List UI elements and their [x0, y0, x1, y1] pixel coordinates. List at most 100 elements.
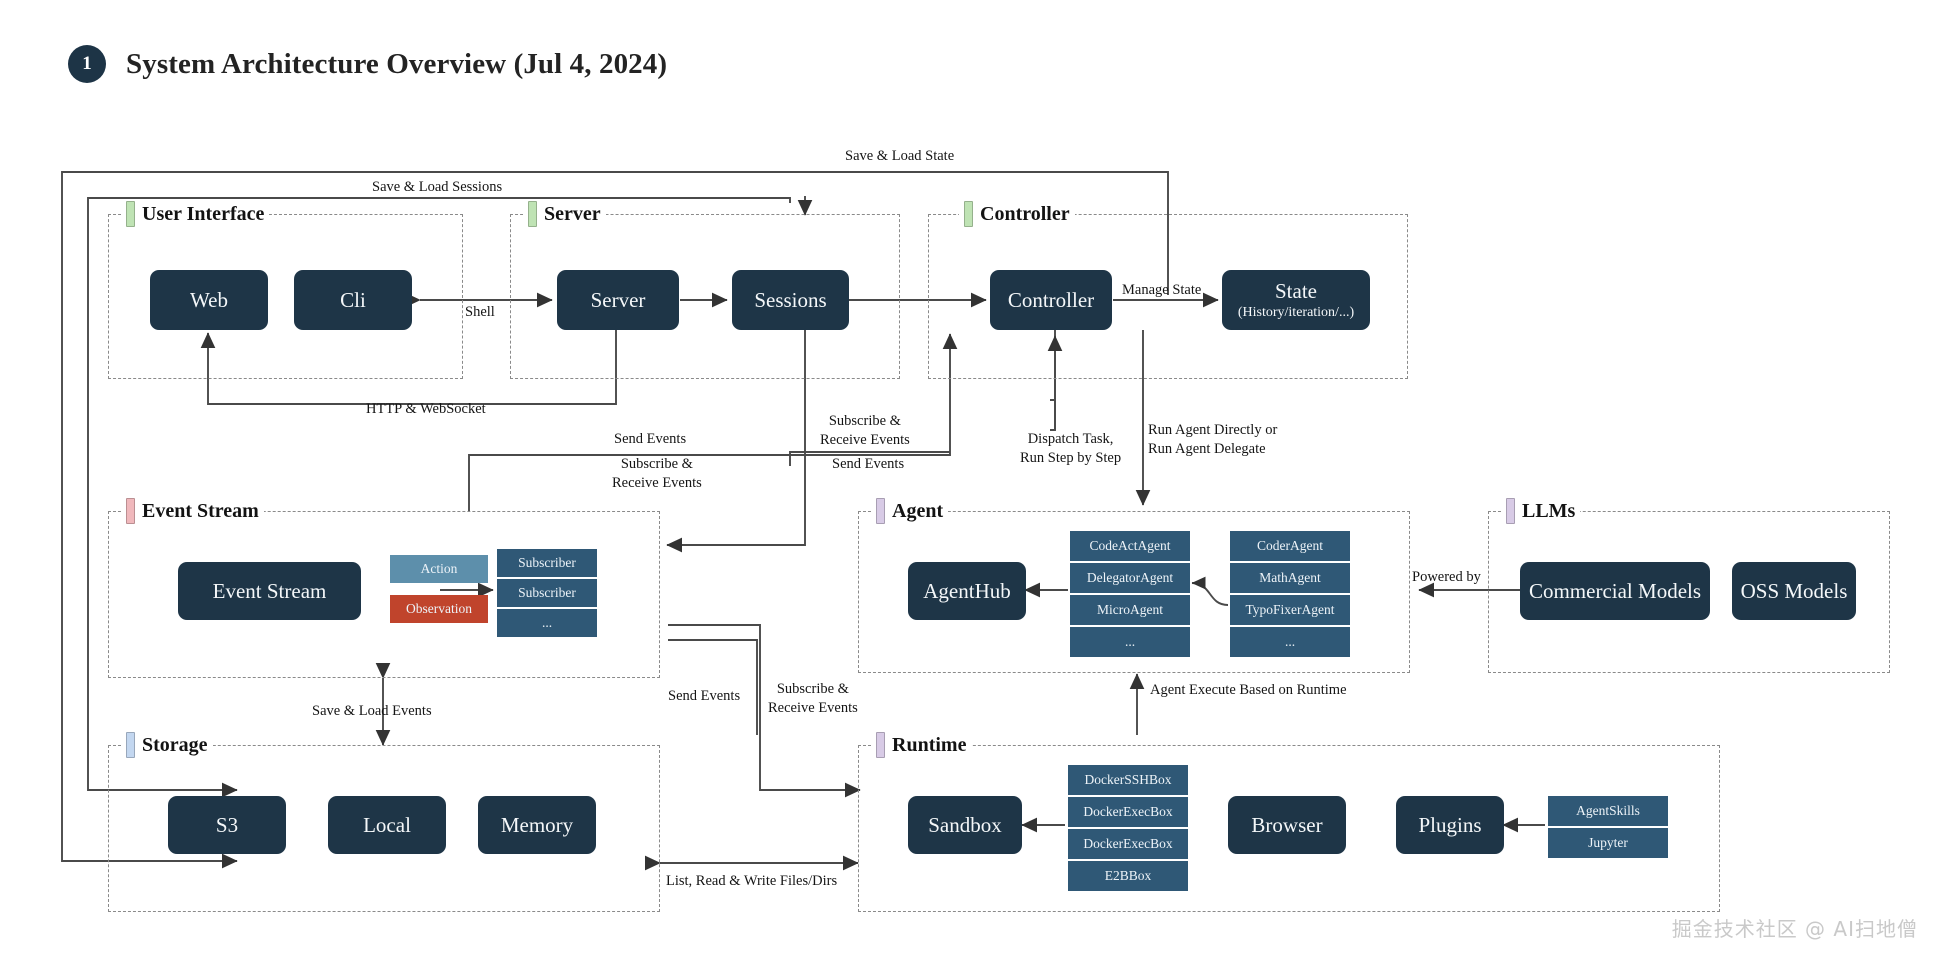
- group-controller: Controller: [928, 201, 1408, 379]
- edge-label-manage-state: Manage State: [1122, 282, 1202, 298]
- tile-agent[interactable]: ...: [1070, 627, 1190, 657]
- tile-sandbox[interactable]: DockerExecBox: [1068, 797, 1188, 827]
- node-local[interactable]: Local: [328, 796, 446, 854]
- node-label: Event Stream: [212, 578, 327, 603]
- node-agent-hub[interactable]: AgentHub: [908, 562, 1026, 620]
- edge-label-subscribe-receive-mid: Subscribe & Receive Events: [820, 412, 910, 449]
- node-state[interactable]: State (History/iteration/...): [1222, 270, 1370, 330]
- group-server: Server: [510, 201, 900, 379]
- tile-plugin[interactable]: Jupyter: [1548, 828, 1668, 858]
- edge-label-subscribe-receive-left: Subscribe & Receive Events: [612, 455, 702, 492]
- tile-subscriber[interactable]: Subscriber: [497, 549, 597, 577]
- edge-label-send-events-left: Send Events: [614, 431, 687, 447]
- node-label: State: [1275, 278, 1317, 303]
- page-title: System Architecture Overview (Jul 4, 202…: [126, 47, 668, 80]
- node-label: AgentHub: [923, 578, 1011, 603]
- edge-label-agent-execute: Agent Execute Based on Runtime: [1150, 682, 1347, 698]
- group-marker-icon: [964, 201, 973, 227]
- node-label: Commercial Models: [1528, 578, 1702, 603]
- group-label-event-stream: Event Stream: [121, 498, 264, 524]
- tile-subscriber[interactable]: Subscriber: [497, 579, 597, 607]
- group-label-server: Server: [523, 201, 606, 227]
- group-marker-icon: [876, 732, 885, 758]
- edge-label-line: Dispatch Task, Run Step by Step: [1020, 431, 1122, 466]
- tile-sandbox[interactable]: DockerExecBox: [1068, 829, 1188, 859]
- node-commercial-models[interactable]: Commercial Models: [1520, 562, 1710, 620]
- node-label: Browser: [1251, 812, 1323, 837]
- edge-label-powered-by: Powered by: [1412, 569, 1481, 585]
- group-storage: Storage: [108, 732, 660, 912]
- node-oss-models[interactable]: OSS Models: [1732, 562, 1856, 620]
- edge-label-send-events-low: Send Events: [668, 688, 741, 704]
- group-llms: LLMs: [1488, 498, 1890, 673]
- tile-agent[interactable]: CodeActAgent: [1070, 531, 1190, 561]
- watermark: 掘金技术社区 @ AI扫地僧: [1671, 917, 1918, 941]
- group-marker-icon: [1506, 498, 1515, 524]
- node-label: OSS Models: [1740, 578, 1848, 603]
- edge-label-line: Subscribe & Receive Events: [820, 413, 910, 448]
- edge-label-subscribe-receive-low: Subscribe & Receive Events: [768, 680, 858, 717]
- tile-sandbox[interactable]: E2BBox: [1068, 861, 1188, 891]
- node-label: Sandbox: [928, 812, 1002, 837]
- edge-label-save-load-state: Save & Load State: [845, 148, 955, 164]
- group-label-agent: Agent: [871, 498, 949, 524]
- group-label-controller: Controller: [959, 201, 1075, 227]
- node-sublabel: (History/iteration/...): [1237, 305, 1355, 321]
- node-memory[interactable]: Memory: [478, 796, 596, 854]
- group-label-user-interface: User Interface: [121, 201, 270, 227]
- edge-label-run-agent: Run Agent Directly or Run Agent Delegate: [1148, 421, 1277, 458]
- node-cli[interactable]: Cli: [294, 270, 412, 330]
- group-marker-icon: [126, 732, 135, 758]
- node-label: Server: [590, 287, 646, 312]
- node-sandbox[interactable]: Sandbox: [908, 796, 1022, 854]
- node-server[interactable]: Server: [557, 270, 679, 330]
- group-label-llms: LLMs: [1501, 498, 1581, 524]
- tile-agent[interactable]: MathAgent: [1230, 563, 1350, 593]
- tile-event-type[interactable]: Action: [390, 555, 488, 583]
- edge-label-line: Subscribe & Receive Events: [612, 456, 702, 491]
- edge-label-save-load-sessions: Save & Load Sessions: [372, 179, 503, 195]
- group-agent: Agent: [858, 498, 1410, 673]
- node-web[interactable]: Web: [150, 270, 268, 330]
- header-badge: 1: [68, 45, 106, 83]
- node-event-stream[interactable]: Event Stream: [178, 562, 361, 620]
- node-label: Plugins: [1418, 812, 1482, 837]
- group-label-storage: Storage: [121, 732, 213, 758]
- group-label-runtime: Runtime: [871, 732, 972, 758]
- edge-label-dispatch-task: Dispatch Task, Run Step by Step: [1020, 430, 1121, 467]
- group-runtime: Runtime: [858, 732, 1720, 912]
- node-s3[interactable]: S3: [168, 796, 286, 854]
- edge-label-http-websocket: HTTP & WebSocket: [366, 401, 486, 417]
- edge-label-save-load-events: Save & Load Events: [312, 703, 432, 719]
- node-sessions[interactable]: Sessions: [732, 270, 849, 330]
- node-label: Web: [190, 287, 228, 312]
- group-marker-icon: [528, 201, 537, 227]
- edge-label-shell: Shell: [465, 304, 495, 320]
- tile-agent[interactable]: ...: [1230, 627, 1350, 657]
- tile-plugin[interactable]: AgentSkills: [1548, 796, 1668, 826]
- tile-agent[interactable]: MicroAgent: [1070, 595, 1190, 625]
- node-browser[interactable]: Browser: [1228, 796, 1346, 854]
- node-plugins[interactable]: Plugins: [1396, 796, 1504, 854]
- tile-agent[interactable]: TypoFixerAgent: [1230, 595, 1350, 625]
- tile-agent[interactable]: CoderAgent: [1230, 531, 1350, 561]
- edge-label-send-events-mid: Send Events: [832, 456, 905, 472]
- tile-subscriber[interactable]: ...: [497, 609, 597, 637]
- edge-label-line: Subscribe & Receive Events: [768, 681, 858, 716]
- group-marker-icon: [126, 201, 135, 227]
- node-label: S3: [215, 812, 239, 837]
- node-label: Cli: [340, 287, 366, 312]
- node-label: Controller: [1007, 287, 1095, 312]
- tile-agent[interactable]: DelegatorAgent: [1070, 563, 1190, 593]
- group-marker-icon: [876, 498, 885, 524]
- edge-label-line: Run Agent Directly or Run Agent Delegate: [1148, 422, 1278, 457]
- tile-event-type[interactable]: Observation: [390, 595, 488, 623]
- tile-sandbox[interactable]: DockerSSHBox: [1068, 765, 1188, 795]
- node-controller[interactable]: Controller: [990, 270, 1112, 330]
